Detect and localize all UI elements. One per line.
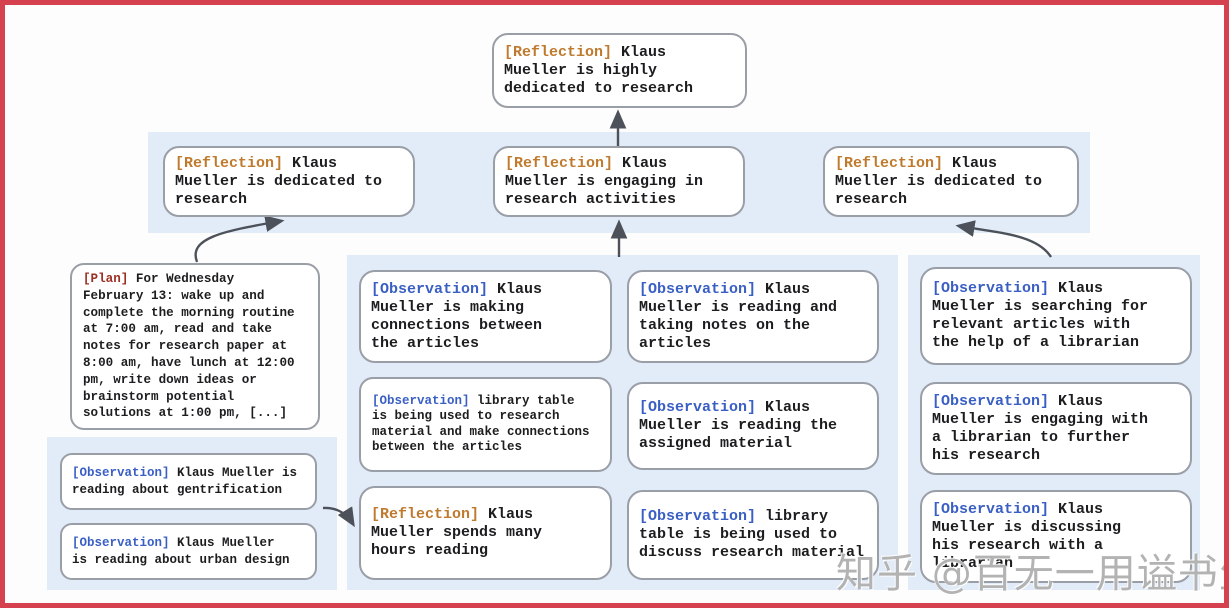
node-reflection-top: [Reflection] Klaus Mueller is highly ded…	[492, 33, 747, 108]
node-text: [Observation] library table is being use…	[372, 394, 599, 456]
node-body: Klaus Mueller is searching for relevant …	[932, 280, 1149, 351]
observation-tag: [Observation]	[932, 280, 1050, 297]
node-observation-gentrification: [Observation] Klaus Mueller is reading a…	[60, 453, 317, 510]
node-observation-assigned-material: [Observation] Klaus Mueller is reading t…	[627, 382, 879, 470]
reflection-tag: [Reflection]	[371, 506, 480, 523]
node-text: [Observation] library table is being use…	[639, 508, 867, 562]
node-observation-engaging-librarian: [Observation] Klaus Mueller is engaging …	[920, 382, 1192, 475]
observation-tag: [Observation]	[372, 393, 470, 408]
node-body: For Wednesday February 13: wake up and c…	[83, 271, 295, 421]
node-body: Klaus Mueller is dedicated to research	[835, 154, 1043, 208]
node-body: Klaus Mueller is engaging with a librari…	[932, 392, 1149, 464]
node-text: [Reflection] Klaus Mueller is highly ded…	[504, 44, 735, 98]
observation-tag: [Observation]	[639, 280, 757, 298]
node-observation-urban-design: [Observation] Klaus Mueller is reading a…	[60, 523, 317, 580]
node-text: [Observation] Klaus Mueller is reading a…	[72, 535, 305, 569]
node-body: Klaus Mueller is making connections betw…	[371, 280, 543, 352]
zhihu-watermark: 知乎 @百无一用谥书生	[836, 551, 1229, 597]
node-body: Klaus Mueller is highly dedicated to res…	[504, 43, 694, 97]
node-body: library table is being used to discuss r…	[639, 508, 865, 561]
node-body: Klaus Mueller is discussing his research…	[932, 500, 1122, 572]
node-text: [Observation] Klaus Mueller is making co…	[371, 281, 600, 353]
node-text: [Observation] Klaus Mueller is reading a…	[639, 281, 867, 353]
node-body: Klaus Mueller is reading and taking note…	[639, 280, 838, 352]
node-body: Klaus Mueller spends many hours reading	[371, 506, 543, 559]
node-observation-library-table-research: [Observation] library table is being use…	[359, 377, 612, 472]
observation-tag: [Observation]	[371, 280, 489, 298]
node-text: [Plan] For Wednesday February 13: wake u…	[83, 271, 307, 422]
observation-tag: [Observation]	[72, 535, 170, 550]
node-text: [Observation] Klaus Mueller is searching…	[932, 280, 1180, 352]
node-observation-discussing-librarian: [Observation] Klaus Mueller is discussin…	[920, 490, 1192, 583]
node-body: Klaus Mueller is dedicated to research	[175, 154, 383, 208]
plan-tag: [Plan]	[83, 271, 129, 286]
node-body: library table is being used to research …	[372, 393, 590, 455]
observation-tag: [Observation]	[639, 508, 757, 525]
node-observation-searching-articles: [Observation] Klaus Mueller is searching…	[920, 267, 1192, 365]
node-body: Klaus Mueller is engaging in research ac…	[505, 154, 704, 208]
node-observation-taking-notes: [Observation] Klaus Mueller is reading a…	[627, 270, 879, 363]
node-body: Klaus Mueller is reading about urban des…	[72, 535, 290, 567]
node-body: Klaus Mueller is reading the assigned ma…	[639, 399, 838, 452]
node-text: [Reflection] Klaus Mueller spends many h…	[371, 506, 600, 560]
node-text: [Observation] Klaus Mueller is reading t…	[639, 399, 867, 453]
node-observation-library-table-discuss: [Observation] library table is being use…	[627, 490, 879, 580]
node-text: [Observation] Klaus Mueller is discussin…	[932, 501, 1180, 573]
node-text: [Reflection] Klaus Mueller is dedicated …	[835, 155, 1067, 209]
node-reflection-left: [Reflection] Klaus Mueller is dedicated …	[163, 146, 415, 217]
reflection-tag: [Reflection]	[175, 154, 284, 172]
node-plan-wednesday: [Plan] For Wednesday February 13: wake u…	[70, 263, 320, 430]
node-reflection-spends-hours-reading: [Reflection] Klaus Mueller spends many h…	[359, 486, 612, 580]
observation-tag: [Observation]	[639, 399, 757, 416]
node-body: Klaus Mueller is reading about gentrific…	[72, 465, 298, 497]
node-text: [Reflection] Klaus Mueller is dedicated …	[175, 155, 403, 209]
reflection-tag: [Reflection]	[505, 154, 614, 172]
node-reflection-middle: [Reflection] Klaus Mueller is engaging i…	[493, 146, 745, 217]
observation-tag: [Observation]	[932, 392, 1050, 410]
observation-tag: [Observation]	[72, 465, 170, 480]
observation-tag: [Observation]	[932, 500, 1050, 518]
node-text: [Reflection] Klaus Mueller is engaging i…	[505, 155, 733, 209]
node-text: [Observation] Klaus Mueller is reading a…	[72, 465, 305, 499]
node-observation-making-connections: [Observation] Klaus Mueller is making co…	[359, 270, 612, 363]
reflection-tag: [Reflection]	[504, 43, 613, 61]
node-reflection-right: [Reflection] Klaus Mueller is dedicated …	[823, 146, 1079, 217]
node-text: [Observation] Klaus Mueller is engaging …	[932, 393, 1180, 465]
reflection-tag: [Reflection]	[835, 154, 944, 172]
